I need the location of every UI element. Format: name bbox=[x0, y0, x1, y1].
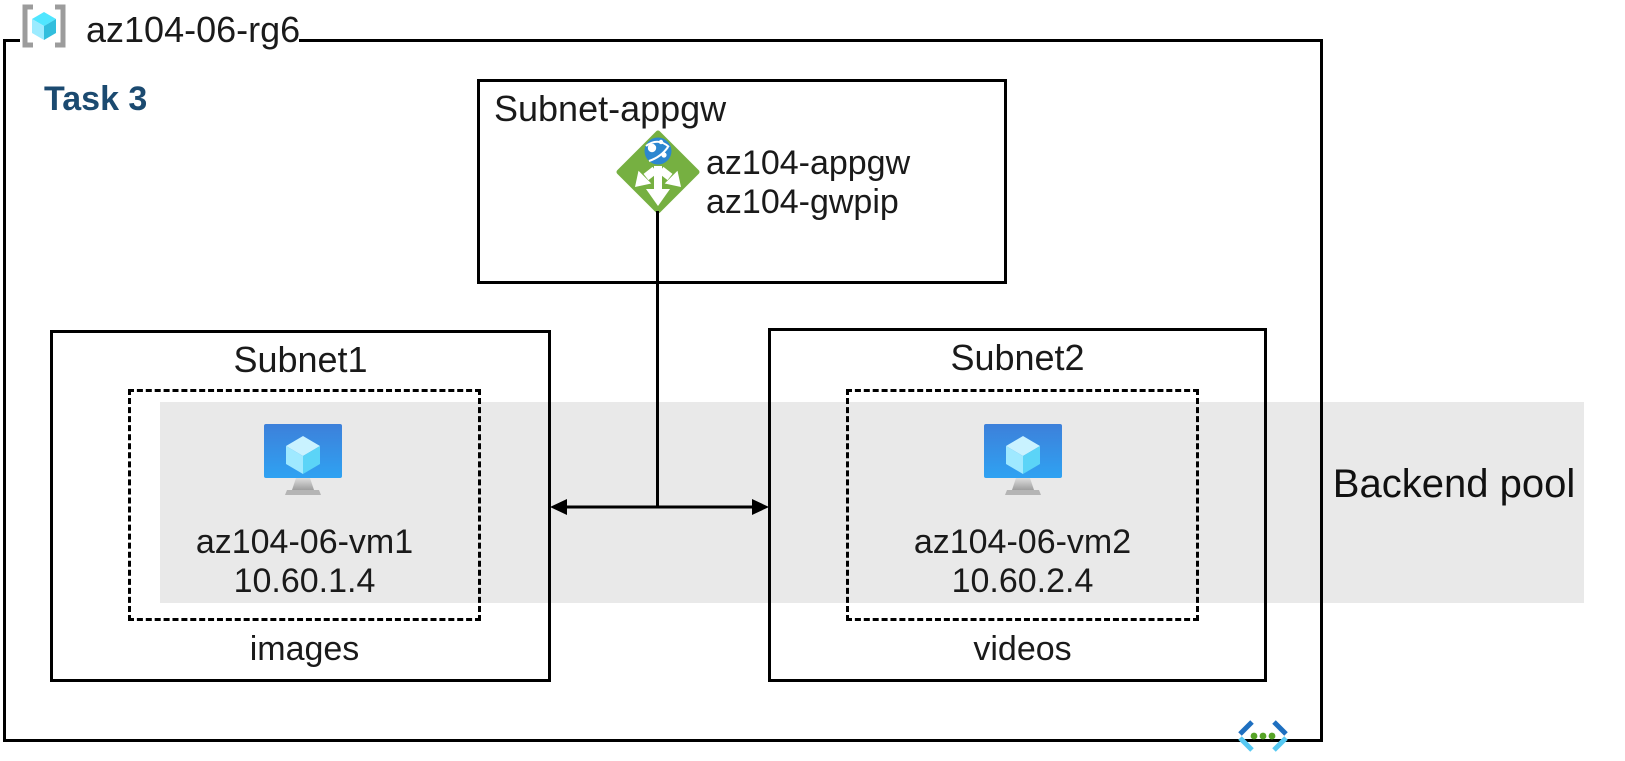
appgw-subnet-title: Subnet-appgw bbox=[494, 88, 727, 129]
subnet1-vm-labels: az104-06-vm1 10.60.1.4 bbox=[128, 523, 481, 601]
subnet1-vm-dashed-box bbox=[128, 389, 481, 621]
backend-pool-band bbox=[160, 402, 1584, 603]
subnet2-storage-label: videos bbox=[973, 630, 1072, 668]
virtual-network-icon bbox=[1237, 719, 1289, 758]
connector-double-arrow bbox=[549, 493, 770, 526]
subnet2-box: Subnet2 az104-06-v bbox=[768, 328, 1267, 682]
appgw-public-ip-name: az104-gwpip bbox=[706, 183, 899, 221]
resource-group-icon bbox=[20, 4, 68, 53]
appgw-subnet-box: Subnet-appgw bbox=[477, 79, 1007, 284]
appgw-name: az104-appgw bbox=[706, 144, 911, 182]
connector-appgw-vertical bbox=[656, 211, 659, 507]
subnet2-title: Subnet2 bbox=[950, 337, 1085, 378]
vm2-name: az104-06-vm2 bbox=[913, 523, 1132, 561]
application-gateway-icon bbox=[616, 130, 700, 219]
backend-pool-label: Backend pool bbox=[1332, 462, 1576, 506]
vm1-name: az104-06-vm1 bbox=[195, 523, 414, 561]
subnet1-box: Subnet1 az104-06-v bbox=[50, 330, 551, 682]
resource-group-border-segment bbox=[3, 39, 20, 42]
virtual-machine-icon bbox=[263, 424, 343, 503]
task-heading: Task 3 bbox=[44, 80, 148, 118]
resource-group-border-segment bbox=[299, 39, 1323, 42]
subnet2-vm-labels: az104-06-vm2 10.60.2.4 bbox=[846, 523, 1199, 601]
subnet1-storage-label: images bbox=[249, 630, 360, 668]
subnet2-vm-dashed-box bbox=[846, 389, 1199, 621]
virtual-machine-icon bbox=[983, 424, 1063, 503]
resource-group-box bbox=[3, 39, 1323, 742]
vm2-ip: 10.60.2.4 bbox=[951, 562, 1094, 600]
subnet1-title: Subnet1 bbox=[233, 339, 368, 380]
vm1-ip: 10.60.1.4 bbox=[233, 562, 376, 600]
appgw-name-labels: az104-appgw az104-gwpip bbox=[706, 144, 910, 222]
resource-group-name: az104-06-rg6 bbox=[86, 9, 301, 50]
